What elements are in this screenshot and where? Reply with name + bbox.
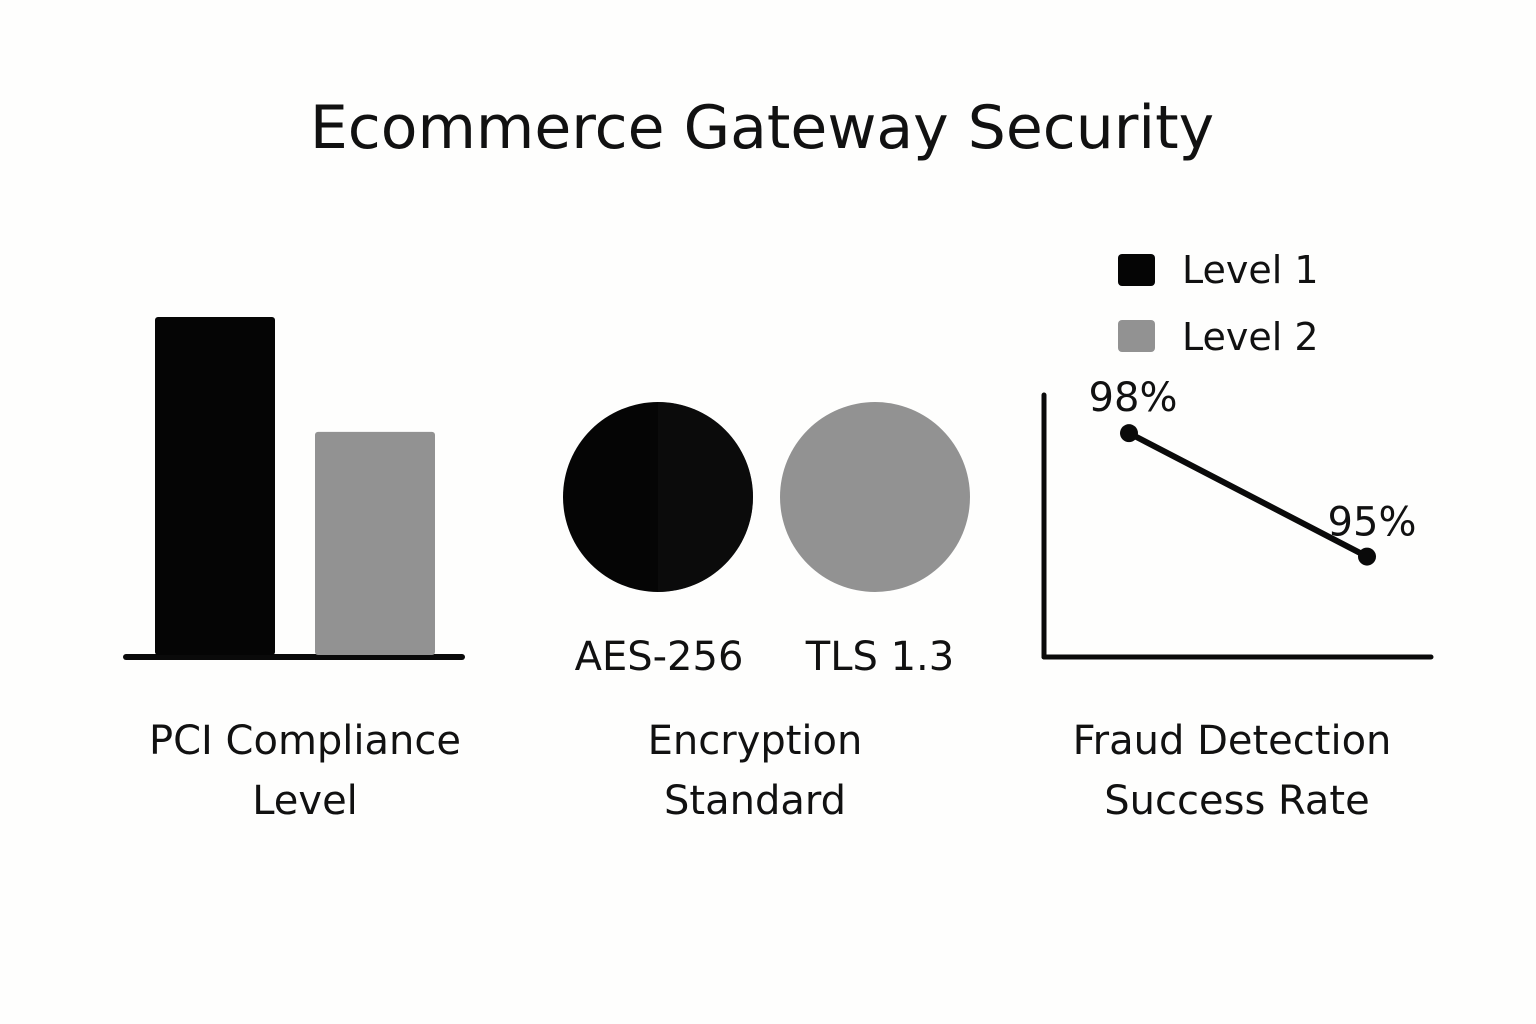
- legend-swatch-level-2: [1118, 320, 1155, 352]
- fraud-rate-point-2: [1358, 547, 1376, 566]
- encryption-label-aes-256: AES-256: [575, 634, 744, 680]
- encryption-label-tls-1-3: TLS 1.3: [805, 634, 954, 680]
- bar-chart-caption-line-1: PCI Compliance: [149, 718, 461, 764]
- fraud-rate-line: [1126, 430, 1370, 560]
- legend-swatch-level-1: [1118, 254, 1155, 286]
- encryption-caption-line-2: Standard: [664, 778, 846, 824]
- bar-chart-caption-line-2: Level: [252, 778, 358, 824]
- encryption-caption-line-1: Encryption: [648, 718, 863, 764]
- pci-compliance-bar-chart: PCI Compliance Level: [123, 317, 465, 824]
- legend-label-level-2: Level 2: [1182, 315, 1319, 359]
- bar-level-2: [315, 431, 435, 655]
- chart-title: Ecommerce Gateway Security: [310, 93, 1214, 163]
- legend: Level 1 Level 2: [1118, 248, 1319, 359]
- encryption-circle-tls-1-3: [780, 402, 970, 592]
- line-chart-caption-line-2: Success Rate: [1104, 778, 1369, 824]
- fraud-rate-label-1: 98%: [1089, 375, 1178, 421]
- fraud-rate-point-1: [1120, 424, 1138, 443]
- encryption-circle-aes-256-shade: [658, 402, 753, 592]
- encryption-standard-chart: AES-256 TLS 1.3 Encryption Standard: [563, 402, 970, 824]
- fraud-rate-label-2: 95%: [1328, 500, 1417, 546]
- line-chart-caption-line-1: Fraud Detection: [1073, 718, 1392, 764]
- legend-label-level-1: Level 1: [1182, 248, 1319, 292]
- fraud-detection-line-chart: Fraud Detection Success Rate 98% 95%: [1041, 375, 1434, 824]
- bar-level-1: [155, 317, 275, 655]
